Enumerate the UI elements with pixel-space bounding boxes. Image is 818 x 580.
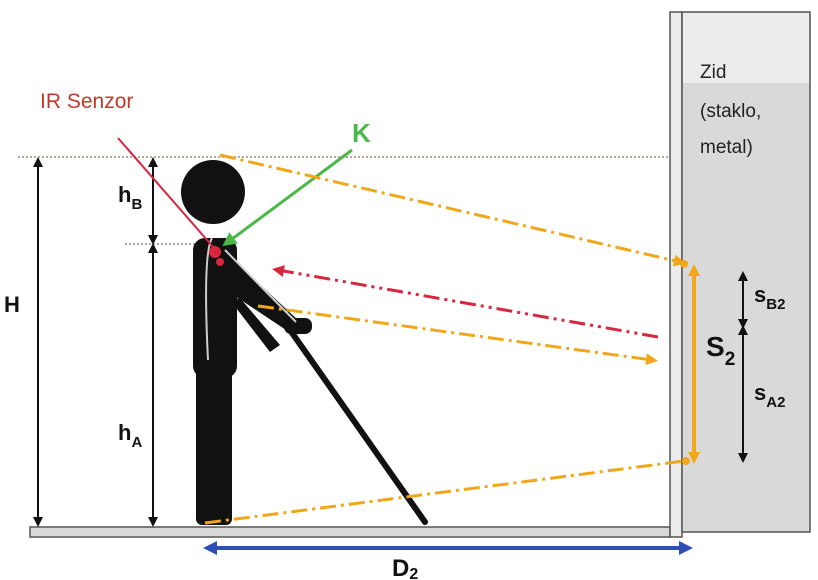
sa2-label-main: s (754, 380, 766, 405)
ir-label-backdrop (28, 78, 230, 122)
ir-sensor-line (117, 137, 215, 249)
wall-label-line-1: Zid (700, 62, 726, 83)
hb-label: hB (118, 182, 142, 213)
k-label: K (352, 118, 371, 148)
yellow-beam-middle (257, 304, 658, 366)
sb2-label-sub: B2 (766, 296, 785, 313)
ha-label: hA (118, 420, 142, 451)
hb-label-main: h (118, 182, 131, 207)
wall-edge (669, 11, 683, 538)
red-reflected-beam (272, 265, 659, 339)
yellow-beam-bottom (204, 459, 685, 525)
sa2-label-sub: A2 (766, 394, 785, 411)
s2-label-main: S (706, 331, 725, 362)
ha-label-sub: A (131, 434, 142, 451)
ir-sensor-device-2 (216, 258, 224, 266)
h-label: H (4, 292, 20, 317)
person-arm (220, 258, 300, 334)
sb2-label-main: s (754, 282, 766, 307)
d2-label: D2 (392, 555, 418, 580)
ir-sensor-device (209, 246, 221, 258)
person-torso (193, 238, 237, 378)
wall (681, 11, 811, 533)
beam-endpoint-bottom (682, 457, 690, 465)
ha-label-main: h (118, 420, 131, 445)
person-figure (181, 160, 312, 525)
person-hand (284, 318, 312, 334)
sb2-label: sB2 (754, 282, 785, 313)
sa2-label: sA2 (754, 380, 785, 411)
white-cane (287, 327, 428, 525)
person-head (181, 160, 245, 224)
floor (29, 526, 671, 538)
wall-label-line-3: metal) (700, 137, 753, 158)
person-forearm (230, 298, 280, 352)
wall-label-line-2: (staklo, (700, 101, 761, 122)
beam-endpoint-top (680, 260, 688, 268)
s2-label: S2 (706, 331, 735, 370)
ir-sensor-label: IR Senzor (40, 90, 133, 113)
d2-label-main: D (392, 555, 409, 580)
k-pointer-arrow (222, 148, 353, 247)
s2-label-sub: 2 (725, 349, 736, 370)
person-leg (196, 360, 232, 525)
yellow-beam-top (219, 153, 686, 267)
hb-label-sub: B (131, 196, 142, 213)
d2-label-sub: 2 (409, 566, 418, 580)
wall-label-backdrop (683, 13, 809, 83)
